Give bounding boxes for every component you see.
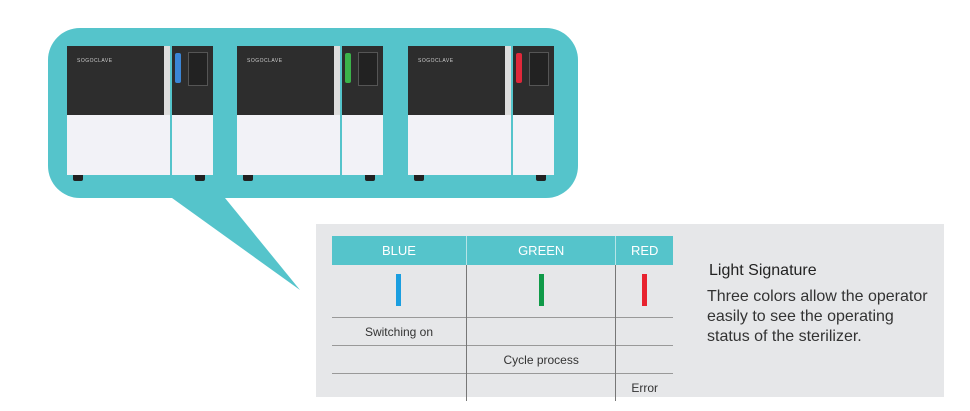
cell: Error [615, 373, 673, 401]
header-red: RED [615, 236, 673, 265]
cell [465, 317, 616, 346]
table-row: Switching on [332, 317, 673, 346]
cell [615, 345, 673, 374]
machine-foot [195, 175, 205, 181]
cell [332, 373, 467, 401]
status-light [175, 53, 181, 83]
control-panel [529, 52, 549, 86]
status-light [345, 53, 351, 83]
cell: Switching on [332, 317, 467, 346]
cell: Cycle process [465, 345, 616, 374]
brand-logo: SOGOCLAVE [77, 58, 113, 64]
table-row: Error [332, 373, 673, 401]
signature-description: Three colors allow the operator easily t… [707, 288, 928, 345]
cell [465, 373, 616, 401]
sterilizer-machine: SOGOCLAVE [67, 46, 213, 181]
signature-title: Light Signature [709, 262, 817, 279]
sterilizer-machine: SOGOCLAVE [237, 46, 383, 181]
cell [615, 317, 673, 346]
machine-foot [414, 175, 424, 181]
brand-logo: SOGOCLAVE [418, 58, 454, 64]
machine-foot [365, 175, 375, 181]
machine-foot [243, 175, 253, 181]
header-blue: BLUE [332, 236, 467, 265]
machine-foot [536, 175, 546, 181]
table-row: Cycle process [332, 345, 673, 374]
red-light-bar [642, 273, 648, 306]
header-green: GREEN [465, 236, 616, 265]
sterilizer-machine: SOGOCLAVE [408, 46, 554, 181]
info-panel: BLUE GREEN RED Switching on Cycle proces… [316, 224, 944, 401]
cell [332, 345, 467, 374]
brand-logo: SOGOCLAVE [247, 58, 283, 64]
green-light-bar [538, 273, 544, 306]
machine-foot [73, 175, 83, 181]
blue-light-bar [396, 273, 402, 306]
light-signature-table: BLUE GREEN RED Switching on Cycle proces… [332, 236, 673, 401]
control-panel [188, 52, 208, 86]
status-light [516, 53, 522, 83]
control-panel [358, 52, 378, 86]
